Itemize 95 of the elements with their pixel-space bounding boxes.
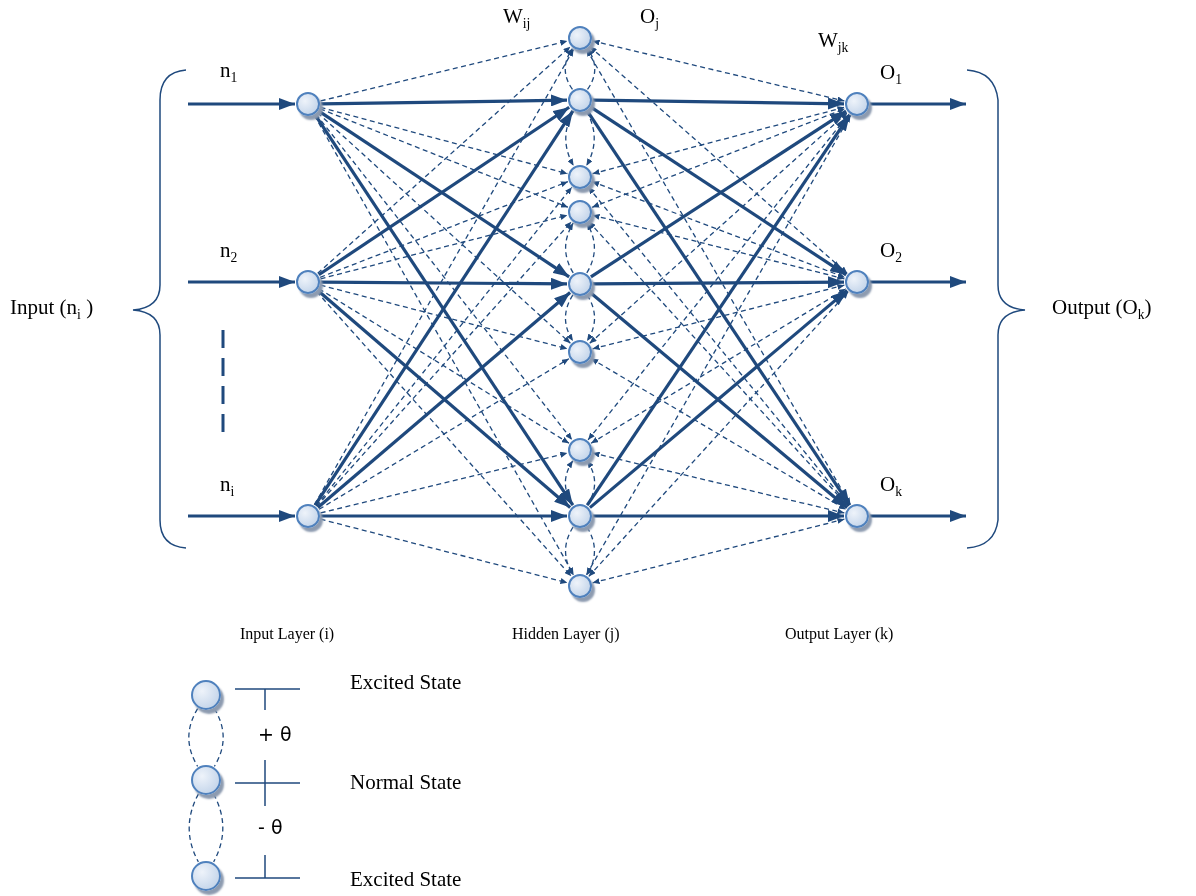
arrow [319,106,569,175]
output-label: O$_{j}$ [640,6,659,31]
state-neuron [191,680,221,710]
arrow [564,47,574,91]
arrow [589,45,848,275]
arrow [870,276,966,288]
arrow [591,108,846,208]
neuron-circle [568,88,592,112]
output-label: O$_{2}$ [880,240,902,265]
arrow [586,47,596,91]
arrow [585,114,852,576]
arrow [592,451,845,515]
neuron-circle [568,26,592,50]
threshold-label: - θ [258,818,283,837]
neuron-circle [845,504,869,528]
arrow [320,451,568,514]
input-label: n$_{2}$ [220,240,238,265]
arrow [564,460,574,506]
state-label: Normal State [350,772,462,793]
dashed-connector [188,793,200,863]
arrow [591,106,846,175]
group-label: Input (n$_{i}$ ) [10,297,94,322]
arrow [586,222,596,274]
arrow [321,510,567,522]
state-label: Excited State [350,672,462,693]
threshold-label: + θ [258,725,292,744]
neuron-circle [568,200,592,224]
input-label: n$_{1}$ [220,60,238,85]
arrow [588,290,849,578]
arrow [564,526,574,576]
state-label: Excited State [350,869,462,890]
neuron-circle [568,272,592,296]
dashed-connector [213,708,224,767]
arrow [313,114,575,576]
layer-caption: Hidden Layer (j) [512,626,620,642]
state-neuron [191,765,221,795]
arrow [316,112,572,344]
arrow [188,98,295,110]
arrow [590,357,847,511]
arrow [591,180,846,279]
arrow [587,113,850,441]
arrow [586,460,596,506]
weight-label: W$_{jk}$ [818,30,849,55]
arrow [593,276,844,289]
arrow [586,526,596,576]
arrow [315,113,573,441]
arrow [318,358,570,510]
arrow [319,284,569,350]
arrow [870,510,966,522]
arrow [593,510,844,522]
arrow [316,291,572,577]
neuron-circle [568,438,592,462]
neuron-circle [568,165,592,189]
weight-label: W$_{ij}$ [503,6,531,31]
input-label: n$_{i}$ [220,474,235,499]
arrow [586,294,596,342]
arrow [564,222,574,274]
neuron-circle [568,504,592,528]
arrow [319,214,569,280]
arrow [591,518,846,584]
arrow [320,39,568,102]
arrow [320,94,568,107]
arrow [319,181,569,278]
arrow [318,288,570,444]
arrow [188,510,295,522]
output-label: O$_{1}$ [880,62,902,87]
output-label: O$_{k}$ [880,474,902,499]
arrow [591,284,846,350]
arrow [319,518,569,584]
neuron-circle [568,574,592,598]
neuron-circle [296,270,320,294]
arrow [188,276,295,288]
neuron-circle [296,92,320,116]
arrow [591,214,846,280]
arrow [317,46,571,274]
arrow [321,277,567,290]
arrow [585,110,595,167]
arrow [590,288,847,444]
neuron-circle [568,340,592,364]
arrow [592,39,845,103]
arrow [565,110,575,167]
neuron-circle [845,92,869,116]
arrow [564,294,574,342]
layer-caption: Output Layer (k) [785,626,894,642]
layer-caption: Input Layer (i) [240,626,335,642]
arrow [589,112,848,344]
arrow [319,108,569,208]
dashed-connector [212,793,224,863]
group-label: Output (O$_{k}$) [1052,297,1152,322]
neuron-circle [845,270,869,294]
arrow [870,98,966,110]
arrow [592,97,845,110]
dashed-connector [188,708,199,767]
neuron-circle [296,504,320,528]
state-neuron [191,861,221,891]
